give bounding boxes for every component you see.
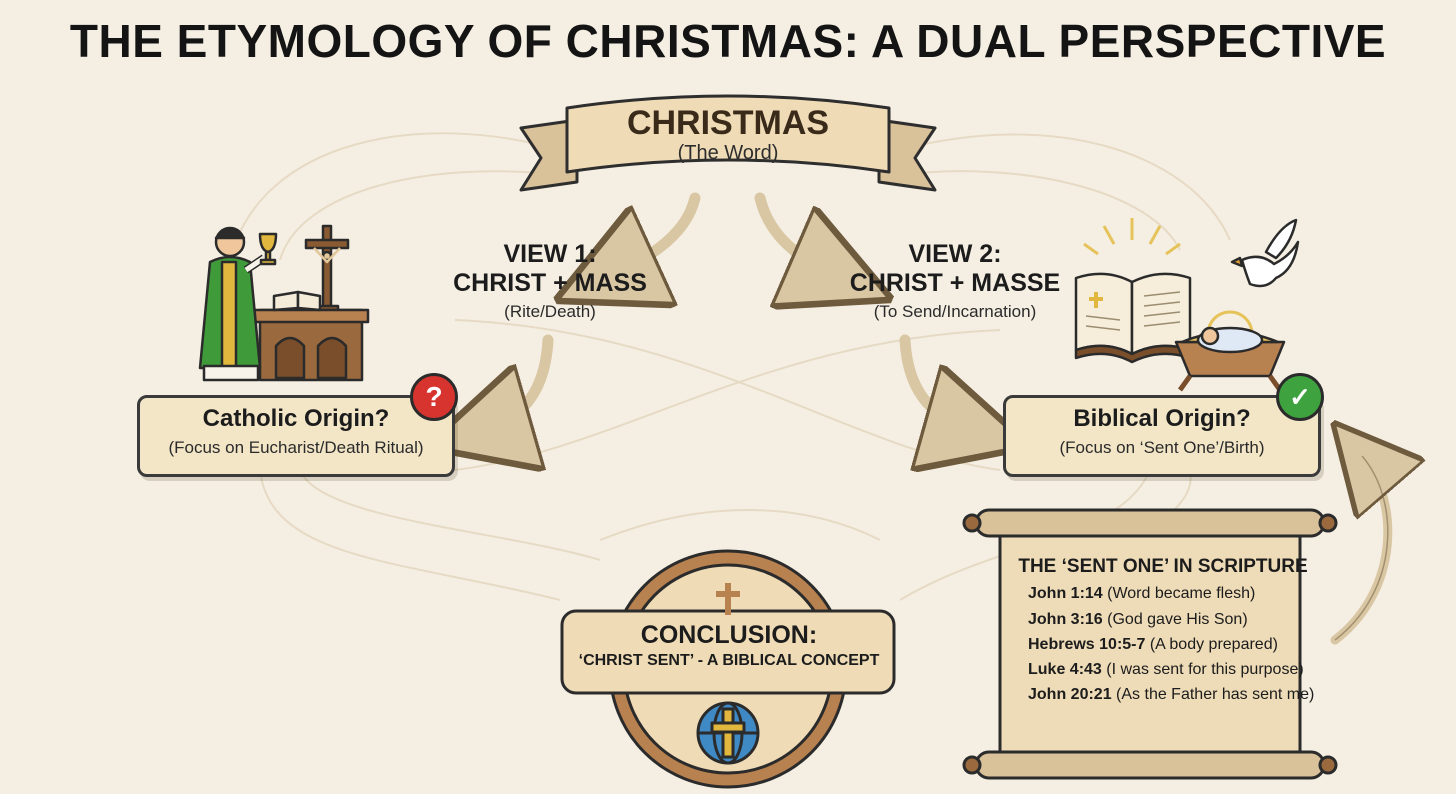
globe-cross-icon — [696, 701, 760, 765]
view2-line2: CHRIST + MASSE — [849, 269, 1061, 297]
verse-text: (A body prepared) — [1149, 636, 1278, 653]
arrow-view1-to-catholic — [478, 334, 554, 432]
verse-text: (Word became flesh) — [1107, 585, 1256, 602]
arrow-to-view2 — [754, 192, 842, 278]
arrow-to-view1 — [605, 192, 701, 278]
verse-item: John 3:16 (God gave His Son) — [1028, 611, 1318, 629]
verse-ref: Hebrews 10:5-7 — [1028, 636, 1146, 653]
biblical-origin-box — [1003, 395, 1321, 477]
christmas-sublabel: (The Word) — [677, 142, 779, 164]
verse-text: (As the Father has sent me) — [1116, 686, 1315, 703]
christmas-label: CHRISTMAS — [626, 104, 830, 142]
view2-line1: VIEW 2: — [908, 240, 1002, 268]
catholic-origin-box — [137, 395, 455, 477]
verse-item: Hebrews 10:5-7 (A body prepared) — [1028, 636, 1318, 654]
verse-ref: Luke 4:43 — [1028, 661, 1102, 678]
cross-icon — [716, 583, 740, 615]
verse-item: John 1:14 (Word became flesh) — [1028, 585, 1318, 603]
dove-icon — [1230, 218, 1300, 288]
manger-icon — [1174, 310, 1286, 392]
view2-sub: (To Send/Incarnation) — [873, 302, 1037, 321]
conclusion-subtitle: ‘CHRIST SENT’ - A BIBLICAL CONCEPT — [578, 652, 880, 669]
page-title: THE ETYMOLOGY OF CHRISTMAS: A DUAL PERSP… — [69, 15, 1387, 67]
verse-text: (I was sent for this purpose) — [1106, 661, 1304, 678]
view1-sub: (Rite/Death) — [504, 302, 596, 321]
biblical-origin-sub: (Focus on ‘Sent One’/Birth) — [1059, 438, 1265, 457]
verse-ref: John 20:21 — [1028, 686, 1112, 703]
check-badge-icon: ✓ — [1276, 373, 1324, 421]
bible-manger-illustration — [1074, 218, 1300, 392]
open-bible-icon — [1074, 272, 1192, 364]
verse-text: (God gave His Son) — [1107, 611, 1248, 628]
scripture-scroll — [962, 508, 1338, 780]
scroll-title: THE ‘SENT ONE’ IN SCRIPTURE — [1018, 556, 1308, 577]
view1-line1: VIEW 1: — [503, 240, 597, 268]
priest-altar-illustration — [198, 224, 370, 382]
christmas-banner — [519, 94, 937, 192]
catholic-origin-title: Catholic Origin? — [202, 405, 390, 432]
catholic-origin-sub: (Focus on Eucharist/Death Ritual) — [168, 438, 424, 457]
verse-ref: John 1:14 — [1028, 585, 1103, 602]
conclusion-title: CONCLUSION: — [640, 621, 818, 649]
conclusion-seal — [560, 549, 896, 789]
verse-item: John 20:21 (As the Father has sent me) — [1028, 686, 1318, 704]
question-badge-icon: ? — [410, 373, 458, 421]
biblical-origin-title: Biblical Origin? — [1073, 405, 1251, 432]
arrow-view2-to-biblical — [899, 334, 978, 432]
verse-ref: John 3:16 — [1028, 611, 1103, 628]
view1-line2: CHRIST + MASS — [453, 269, 647, 297]
verse-item: Luke 4:43 (I was sent for this purpose) — [1028, 661, 1318, 679]
